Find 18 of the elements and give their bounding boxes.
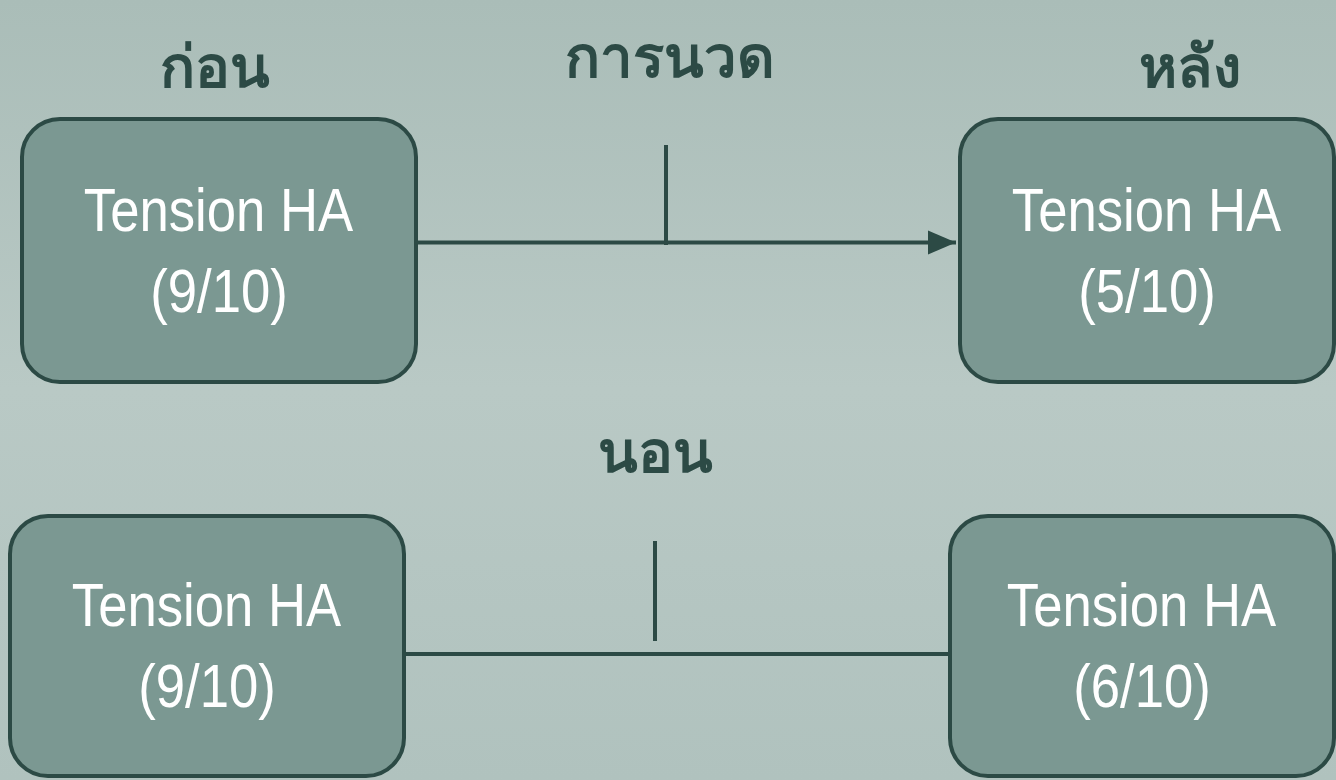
connector-line [406, 652, 948, 656]
heading-label: นอน [597, 417, 713, 488]
box-text: Tension HA [1007, 569, 1277, 642]
box-text: (9/10) [150, 254, 288, 327]
rounded-box [8, 514, 406, 778]
heading-label: การนวด [565, 22, 775, 93]
arrow [418, 230, 956, 255]
rounded-box [948, 514, 1336, 778]
heading-label: หลัง [1139, 32, 1241, 103]
box-text: (5/10) [1078, 254, 1216, 327]
box-text: (9/10) [138, 650, 276, 722]
box-text: (6/10) [1073, 650, 1211, 722]
box-text: Tension HA [1012, 173, 1282, 246]
box-text: Tension HA [84, 173, 354, 246]
rounded-box [958, 117, 1336, 384]
heading-label: ก่อน [160, 32, 270, 103]
rounded-box [20, 117, 418, 384]
box-text: Tension HA [72, 569, 342, 642]
